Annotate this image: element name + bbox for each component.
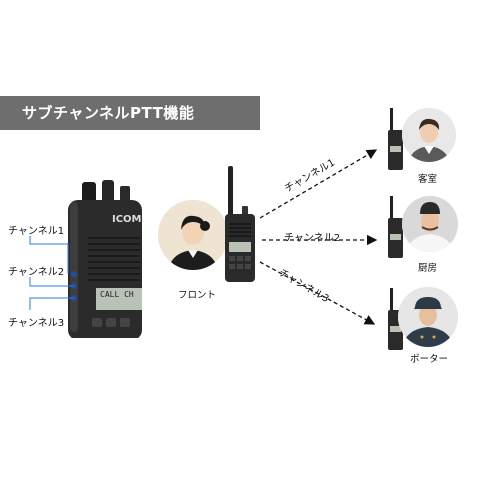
arrow-ch3 [259, 261, 376, 325]
arrow-ch1 [259, 149, 378, 219]
arrow-label-ch2: チャンネル2 [284, 233, 341, 244]
target-label-3: ポーター [410, 354, 449, 365]
target-label-2: 厨房 [418, 263, 438, 274]
side-label-ch3: チャンネル3 [8, 318, 65, 329]
front-staff-photo [158, 200, 228, 270]
target-radio-1 [386, 108, 404, 170]
front-label: フロント [178, 290, 217, 301]
guestroom-staff-photo [402, 108, 456, 162]
page-title: サブチャンネルPTT機能 [22, 104, 195, 122]
center-radio [222, 166, 258, 282]
target-label-1: 客室 [418, 174, 438, 185]
radio-brand: ICOM [112, 214, 142, 225]
radio-display: CALL CH [100, 290, 134, 299]
kitchen-staff-photo [402, 196, 458, 252]
side-label-ch2: チャンネル2 [8, 267, 65, 278]
radio-closeup [62, 178, 142, 338]
side-label-ch1: チャンネル1 [8, 226, 65, 237]
title-banner [0, 96, 260, 130]
target-radio-2 [386, 196, 404, 258]
porter-staff-photo [398, 287, 458, 347]
